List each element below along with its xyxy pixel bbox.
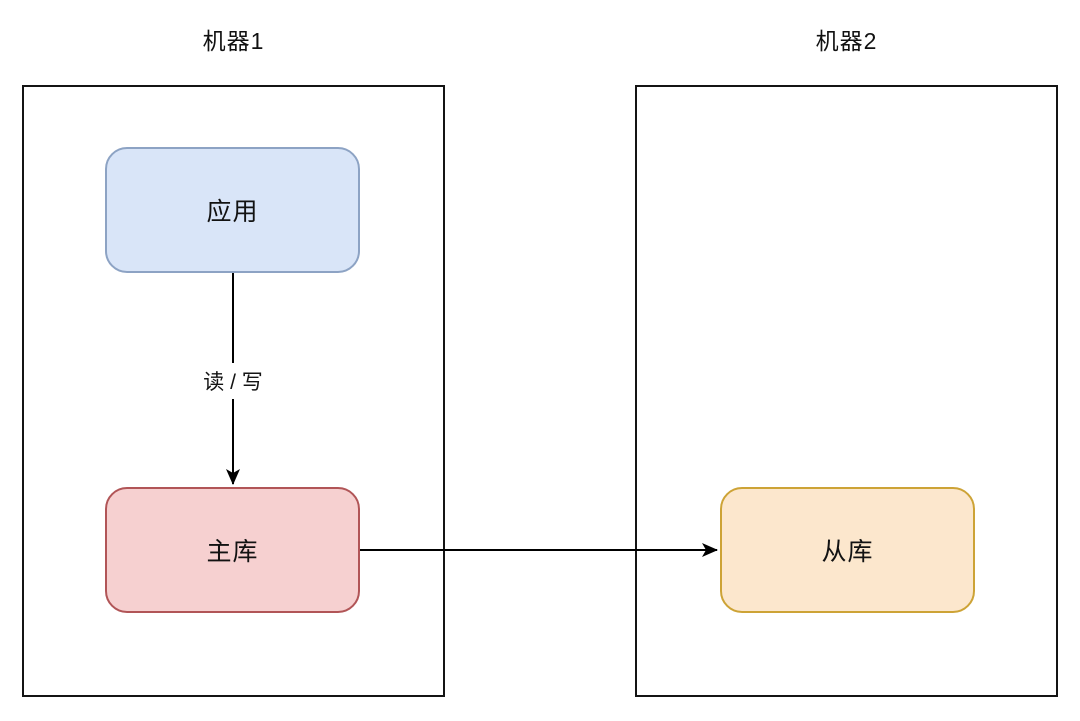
replica-db-node: 从库 [720, 487, 975, 613]
app-node: 应用 [105, 147, 360, 273]
primary-db-node: 主库 [105, 487, 360, 613]
primary-db-node-label: 主库 [206, 538, 259, 566]
app-node-label: 应用 [206, 198, 259, 226]
replica-db-node-label: 从库 [821, 538, 874, 566]
machine1-title: 机器1 [202, 28, 265, 54]
machine2-title: 机器2 [815, 28, 878, 54]
read-write-edge-label: 读 / 写 [196, 363, 270, 399]
